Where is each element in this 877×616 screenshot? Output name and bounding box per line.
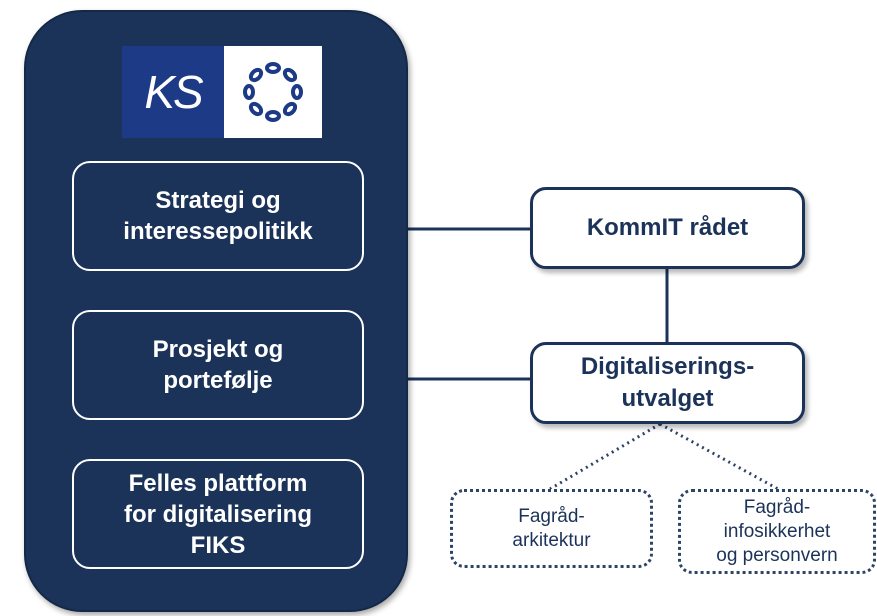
ks-logo: KS <box>122 46 322 138</box>
digitalisering-box: Digitaliserings- utvalget <box>530 342 805 424</box>
fagrad-infosikkerhet-box: Fagråd- infosikkerhet og personvern <box>678 489 876 574</box>
chain-ring-icon <box>224 46 322 138</box>
fagrad-arkitektur-box: Fagråd- arkitektur <box>450 489 653 568</box>
link-digital-infosikkerhet <box>659 422 779 491</box>
link-digital-arkitektur <box>549 422 661 491</box>
kommit-box: KommIT rådet <box>530 187 805 269</box>
prosjekt-box: Prosjekt og portefølje <box>72 310 364 420</box>
strategi-box: Strategi og interessepolitikk <box>72 161 364 271</box>
fiks-box: Felles plattform for digitalisering FIKS <box>72 459 364 569</box>
ks-logo-text: KS <box>122 46 224 138</box>
